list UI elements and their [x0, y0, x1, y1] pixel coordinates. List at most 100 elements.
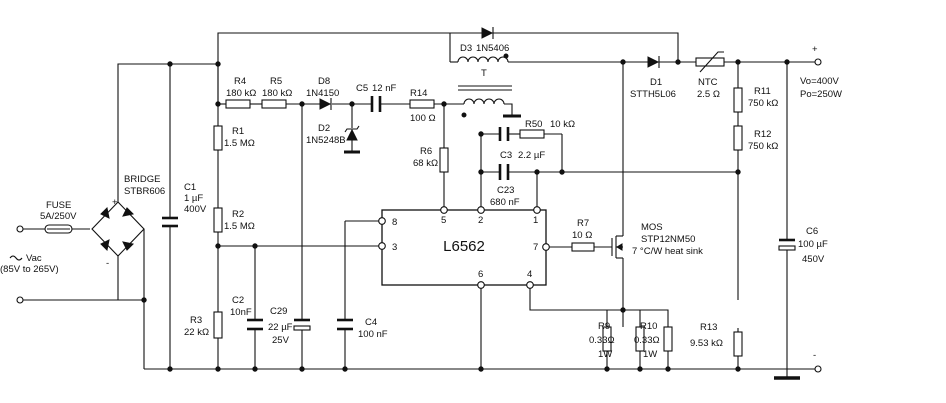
d3-name: D3 — [460, 43, 472, 54]
c5-name: C5 — [356, 83, 368, 94]
resistor-r14: R14 100 Ω — [409, 88, 436, 124]
r4-value: 180 kΩ — [226, 88, 256, 99]
r1-value: 1.5 MΩ — [224, 138, 255, 149]
ntc-name: NTC — [698, 77, 718, 88]
ic-pin-4 — [526, 281, 534, 289]
r50-name: R50 — [525, 119, 542, 130]
resistor-r4: R4 180 kΩ — [225, 76, 256, 109]
vac-name: Vac — [26, 253, 42, 264]
bridge-name: BRIDGE — [124, 174, 160, 185]
r7-value: 10 Ω — [572, 230, 592, 241]
ntc-thermistor: NTC 2.5 Ω — [695, 51, 725, 100]
pin-label-3: 3 — [392, 242, 397, 253]
resistor-r13: R13 9.53 kΩ — [690, 322, 743, 357]
resistor-r9: R9 0.33Ω 1W — [589, 321, 615, 360]
c3-name: C3 — [500, 150, 512, 161]
d3-part: 1N5406 — [476, 43, 509, 54]
resistor-r11: R11 750 kΩ — [733, 86, 778, 113]
ic-name: L6562 — [443, 238, 485, 255]
ac-input-terminal-1 — [16, 225, 24, 233]
output-minus-mark: - — [813, 350, 816, 361]
c6-voltage: 450V — [802, 254, 825, 265]
t-name: T — [481, 68, 487, 79]
r5-name: R5 — [270, 76, 282, 87]
transformer-t: T — [449, 33, 568, 118]
ic-pin-2 — [477, 206, 485, 214]
resistor-r6: R6 68 kΩ — [413, 146, 449, 173]
fuse: FUSE 5A/250V — [40, 200, 77, 234]
r11-value: 750 kΩ — [748, 98, 778, 109]
d8-name: D8 — [318, 76, 330, 87]
pin-label-1: 1 — [533, 215, 538, 226]
diode-d3: D3 1N5406 — [460, 27, 509, 54]
output-terminals: + - Vo=400V Po=250W — [800, 44, 842, 373]
capacitor-c1: C1 1 µF 400V — [162, 182, 207, 228]
resistor-r7: R7 10 Ω — [571, 218, 595, 252]
bridge-plus-mark: + — [112, 197, 118, 208]
ntc-value: 2.5 Ω — [697, 89, 720, 100]
capacitor-c5: C5 12 nF — [356, 83, 396, 112]
pin-label-4: 4 — [527, 269, 532, 280]
capacitor-c23: C23 680 nF — [490, 164, 520, 208]
ic-pin-3 — [378, 242, 386, 250]
r7-name: R7 — [577, 218, 589, 229]
pin-label-6: 6 — [478, 269, 483, 280]
ic-pin-7 — [542, 243, 550, 251]
c1-voltage: 400V — [184, 204, 207, 215]
ic-pin-1 — [533, 206, 541, 214]
capacitor-c29: C29 22 µF 25V — [268, 306, 311, 346]
output-plus-mark: + — [812, 44, 818, 55]
l6562-ic: L6562 8 3 5 2 1 7 6 4 — [378, 206, 550, 289]
r10-name: R10 — [640, 321, 657, 332]
c29-value: 22 µF — [268, 322, 293, 333]
r13-value: 9.53 kΩ — [690, 338, 723, 349]
r14-value: 100 Ω — [410, 113, 436, 124]
c6-name: C6 — [806, 226, 818, 237]
r11-name: R11 — [754, 86, 771, 97]
capacitor-c6: C6 100 µF 450V — [778, 226, 828, 265]
resistor-r3: R3 22 kΩ — [184, 311, 223, 339]
capacitor-c2: C2 10nF — [230, 295, 263, 331]
d2-name: D2 — [318, 123, 330, 134]
mosfet: MOS STP12NM50 7 °C/W heat sink — [611, 222, 703, 259]
c4-name: C4 — [365, 317, 377, 328]
c6-value: 100 µF — [798, 239, 828, 250]
d2-part: 1N5248B — [306, 135, 346, 146]
junctions — [141, 59, 790, 372]
c2-value: 10nF — [230, 307, 252, 318]
output-voltage: Vo=400V — [800, 76, 839, 87]
resistor-r1: R1 1.5 MΩ — [213, 125, 255, 151]
output-plus-terminal — [814, 58, 822, 66]
c5-value: 12 nF — [372, 83, 396, 94]
pin-label-2: 2 — [478, 215, 483, 226]
resistor-r10: R10 0.33Ω 1W — [634, 321, 660, 360]
c1-name: C1 — [184, 182, 196, 193]
r2-name: R2 — [232, 209, 244, 220]
pin-label-5: 5 — [441, 215, 446, 226]
r10-value: 0.33Ω — [634, 335, 660, 346]
r4-name: R4 — [234, 76, 246, 87]
bridge-part: STBR606 — [124, 186, 165, 197]
mos-heatsink: 7 °C/W heat sink — [632, 246, 703, 257]
bridge-rectifier: + - BRIDGE STBR606 — [91, 174, 165, 269]
fuse-value: 5A/250V — [40, 211, 77, 222]
c2-name: C2 — [232, 295, 244, 306]
c1-value: 1 µF — [184, 193, 203, 204]
mos-part: STP12NM50 — [641, 234, 695, 245]
capacitor-c4: C4 100 nF — [337, 317, 388, 340]
pin-label-7: 7 — [533, 242, 538, 253]
c23-value: 680 nF — [490, 197, 520, 208]
resistor-unlabeled-sense — [663, 326, 673, 352]
r3-value: 22 kΩ — [184, 327, 209, 338]
ac-input-terminal-2 — [16, 296, 24, 304]
c29-voltage: 25V — [272, 335, 290, 346]
diode-d1: D1 STTH5L06 — [630, 56, 676, 100]
c23-name: C23 — [497, 185, 514, 196]
r14-name: R14 — [410, 88, 427, 99]
r2-value: 1.5 MΩ — [224, 221, 255, 232]
pin-label-8: 8 — [392, 217, 397, 228]
r50-value: 10 kΩ — [550, 119, 575, 130]
vac-source: Vac (85V to 265V) — [0, 253, 59, 275]
bridge-minus-mark: - — [106, 258, 109, 269]
